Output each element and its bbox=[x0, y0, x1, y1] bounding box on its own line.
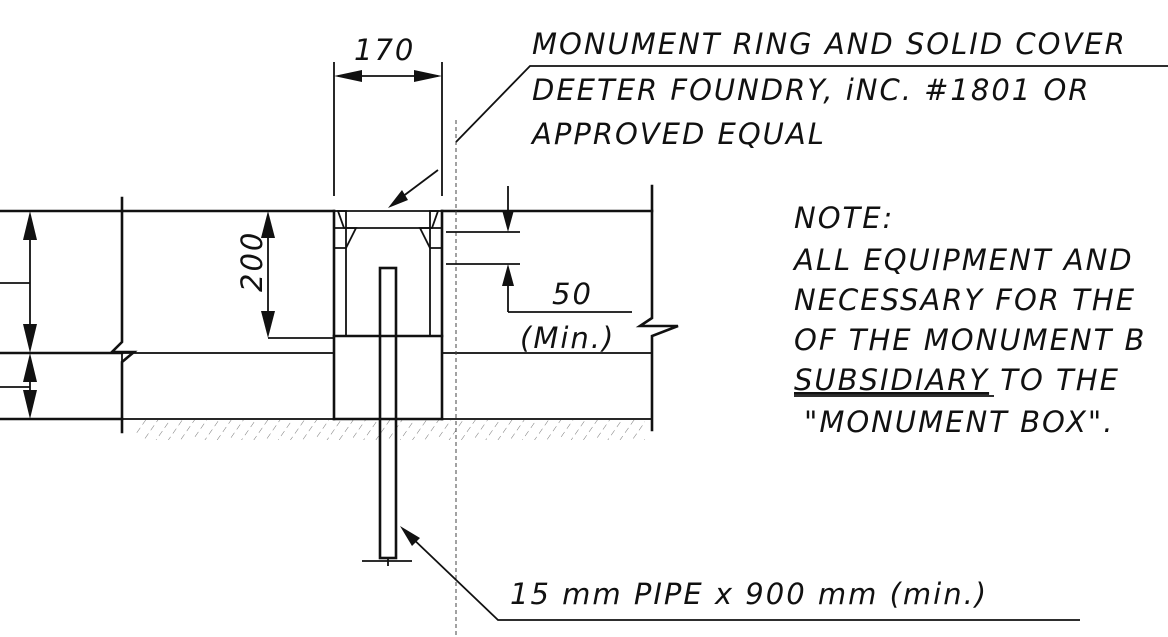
callout-line-3: APPROVED EQUAL bbox=[530, 117, 826, 151]
cover-leader-line bbox=[455, 65, 1168, 143]
dim-clearance-label: 50 bbox=[552, 277, 593, 311]
note-line-2: NECESSARY FOR THE bbox=[794, 283, 1136, 317]
note-line-1: ALL EQUIPMENT AND bbox=[792, 243, 1134, 277]
note-line-5: "MONUMENT BOX". bbox=[804, 405, 1114, 439]
note-line-4-rest: TO THE bbox=[989, 363, 1120, 397]
pipe-leader-line bbox=[407, 533, 1080, 621]
ground-hatch bbox=[135, 420, 645, 440]
solid-cover bbox=[336, 210, 440, 229]
note-subsidiary-word: SUBSIDIARY bbox=[794, 363, 989, 397]
concrete-slab-left bbox=[121, 352, 335, 420]
left-break-line bbox=[108, 196, 138, 434]
callout-line-1: MONUMENT RING AND SOLID COVER bbox=[532, 27, 1127, 61]
concrete-slab-right bbox=[441, 352, 653, 420]
note-line-3: OF THE MONUMENT B bbox=[794, 323, 1146, 357]
dim-clearance-note: (Min.) bbox=[520, 321, 615, 355]
note-heading: NOTE: bbox=[794, 201, 894, 235]
dim-width-label: 170 bbox=[354, 33, 415, 67]
pipe bbox=[378, 266, 398, 560]
pipe-label: 15 mm PIPE x 900 mm (min.) bbox=[510, 577, 988, 611]
dim-depth-label: 200 bbox=[235, 231, 269, 292]
box-wall-left bbox=[333, 210, 347, 337]
note-line-4: SUBSIDIARY TO THE bbox=[794, 363, 1120, 397]
box-wall-right bbox=[429, 210, 443, 337]
right-break-line bbox=[635, 184, 679, 432]
callout-line-2: DEETER FOUNDRY, iNC. #1801 OR bbox=[532, 73, 1090, 107]
